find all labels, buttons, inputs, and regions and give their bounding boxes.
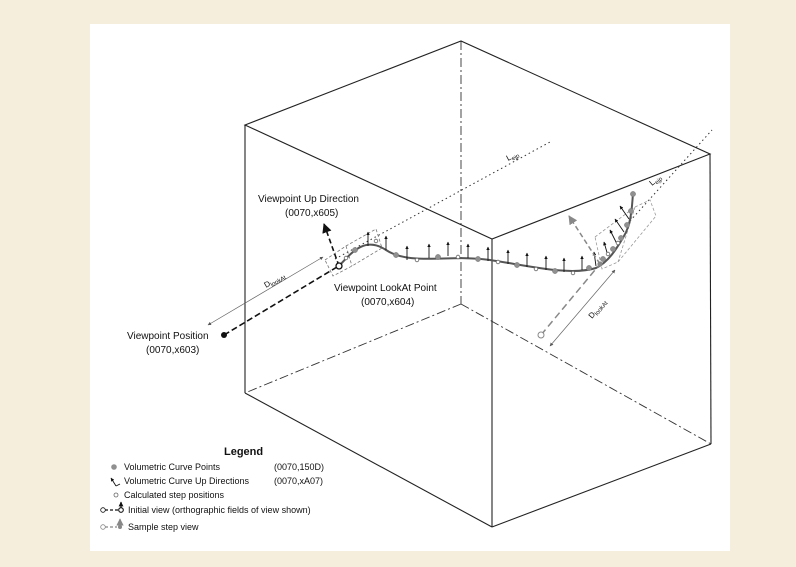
curve-up-directions	[366, 205, 630, 272]
sample-view-frustum	[594, 199, 657, 270]
lookat-code: (0070,x604)	[361, 297, 414, 308]
d-lookat-label-sample: DlookAt	[587, 297, 610, 322]
sample-position-marker	[537, 331, 545, 339]
up-direction-label: Viewpoint Up Direction	[258, 194, 359, 205]
d-lookat-label-main: DlookAt	[263, 271, 288, 292]
legend-title: Legend	[224, 446, 263, 458]
position-label: Viewpoint Position	[127, 331, 209, 342]
lookat-label: Viewpoint LookAt Point	[334, 283, 437, 294]
legend-item-label: Initial view (orthographic fields of vie…	[128, 505, 311, 515]
up-direction-code: (0070,x605)	[285, 208, 338, 219]
legend-item-label: Sample step view	[128, 522, 199, 532]
legend-item-label: Volumetric Curve Up Directions	[124, 476, 250, 486]
step-position-icon	[113, 492, 119, 498]
initial-view-icon	[100, 501, 124, 513]
legend-item-label: Calculated step positions	[124, 490, 225, 500]
sample-lookat-marker	[597, 261, 603, 267]
step-positions	[343, 238, 621, 276]
volumetric-curve-diagram: Viewpoint Up Direction (0070,x605) Viewp…	[100, 40, 713, 532]
legend-item-label: Volumetric Curve Points	[124, 462, 221, 472]
sample-view-icon	[100, 518, 124, 530]
distance-lookat-dimension	[207, 256, 616, 347]
legend-item-code: (0070,150D)	[274, 462, 324, 472]
legend-item-code: (0070,xA07)	[274, 476, 323, 486]
ejp-line	[334, 129, 713, 260]
position-code: (0070,x603)	[146, 345, 199, 356]
viewpoint-lookat-marker	[335, 262, 343, 270]
cube-visible-edges	[243, 40, 712, 528]
curve-point-icon	[111, 464, 117, 470]
up-direction-icon	[110, 477, 121, 487]
l-ejp-label-left: Lejp	[505, 149, 522, 165]
viewpoint-position-marker	[221, 332, 227, 338]
volumetric-curve	[338, 191, 634, 272]
legend: Legend Volumetric Curve Points (0070,150…	[100, 446, 324, 532]
cube-hidden-edges	[244, 41, 712, 445]
l-ejp-label-right: Lejp	[648, 172, 665, 189]
diagram-panel: Viewpoint Up Direction (0070,x605) Viewp…	[90, 24, 730, 551]
